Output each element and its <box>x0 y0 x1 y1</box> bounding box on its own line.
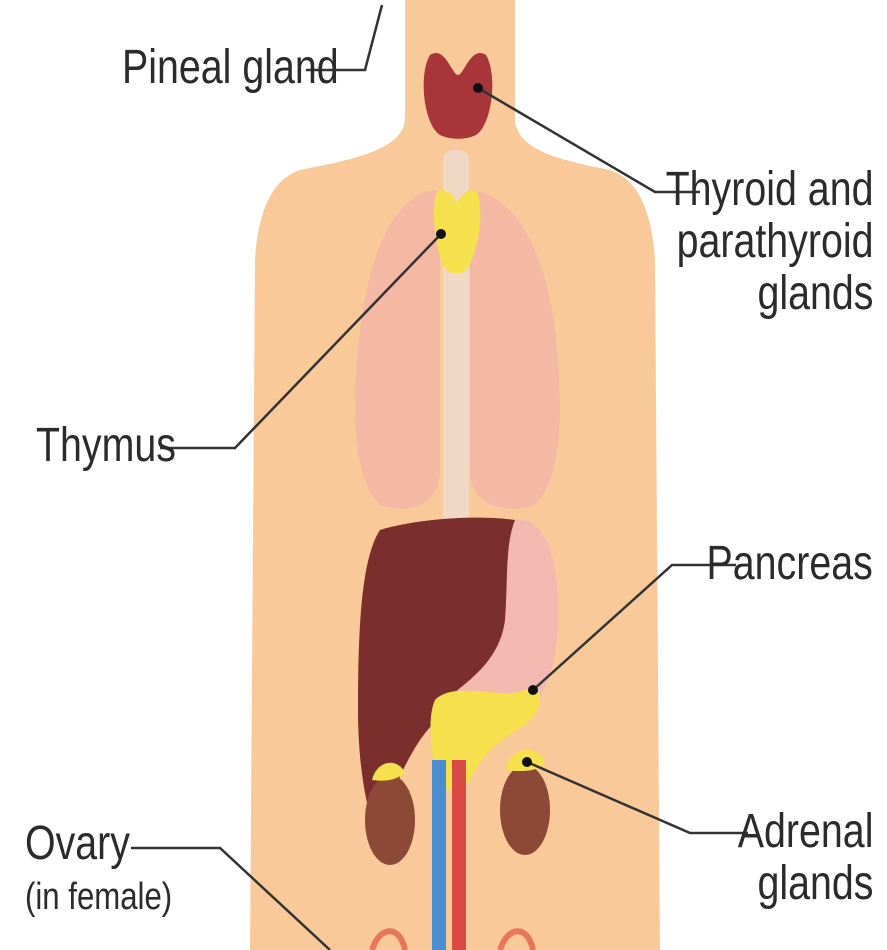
adrenal-glands-label: Adrenal glands <box>737 806 873 910</box>
thymus-label: Thymus <box>36 420 176 472</box>
thymus-anchor-dot <box>436 229 446 239</box>
adrenal-anchor-dot <box>522 757 532 767</box>
pineal-gland-label: Pineal gland <box>122 42 339 94</box>
thyroid-label-line-3: glands <box>665 268 873 320</box>
pancreas-anchor-dot <box>528 685 538 695</box>
thyroid-label-line-1: Thyroid and <box>665 164 873 216</box>
ovary-label: Ovary <box>25 818 130 870</box>
thyroid-label-line-2: parathyroid <box>665 216 873 268</box>
thyroid-anchor-dot <box>473 83 483 93</box>
left-kidney <box>365 775 415 865</box>
vena-cava <box>432 760 446 950</box>
thyroid-parathyroid-label: Thyroid and parathyroid glands <box>665 164 873 319</box>
aorta <box>452 760 466 950</box>
pancreas-label: Pancreas <box>707 538 873 590</box>
adrenal-label-line-2: glands <box>737 858 873 910</box>
adrenal-label-line-1: Adrenal <box>737 806 873 858</box>
right-kidney <box>500 765 550 855</box>
ovary-note-label: (in female) <box>25 877 172 918</box>
